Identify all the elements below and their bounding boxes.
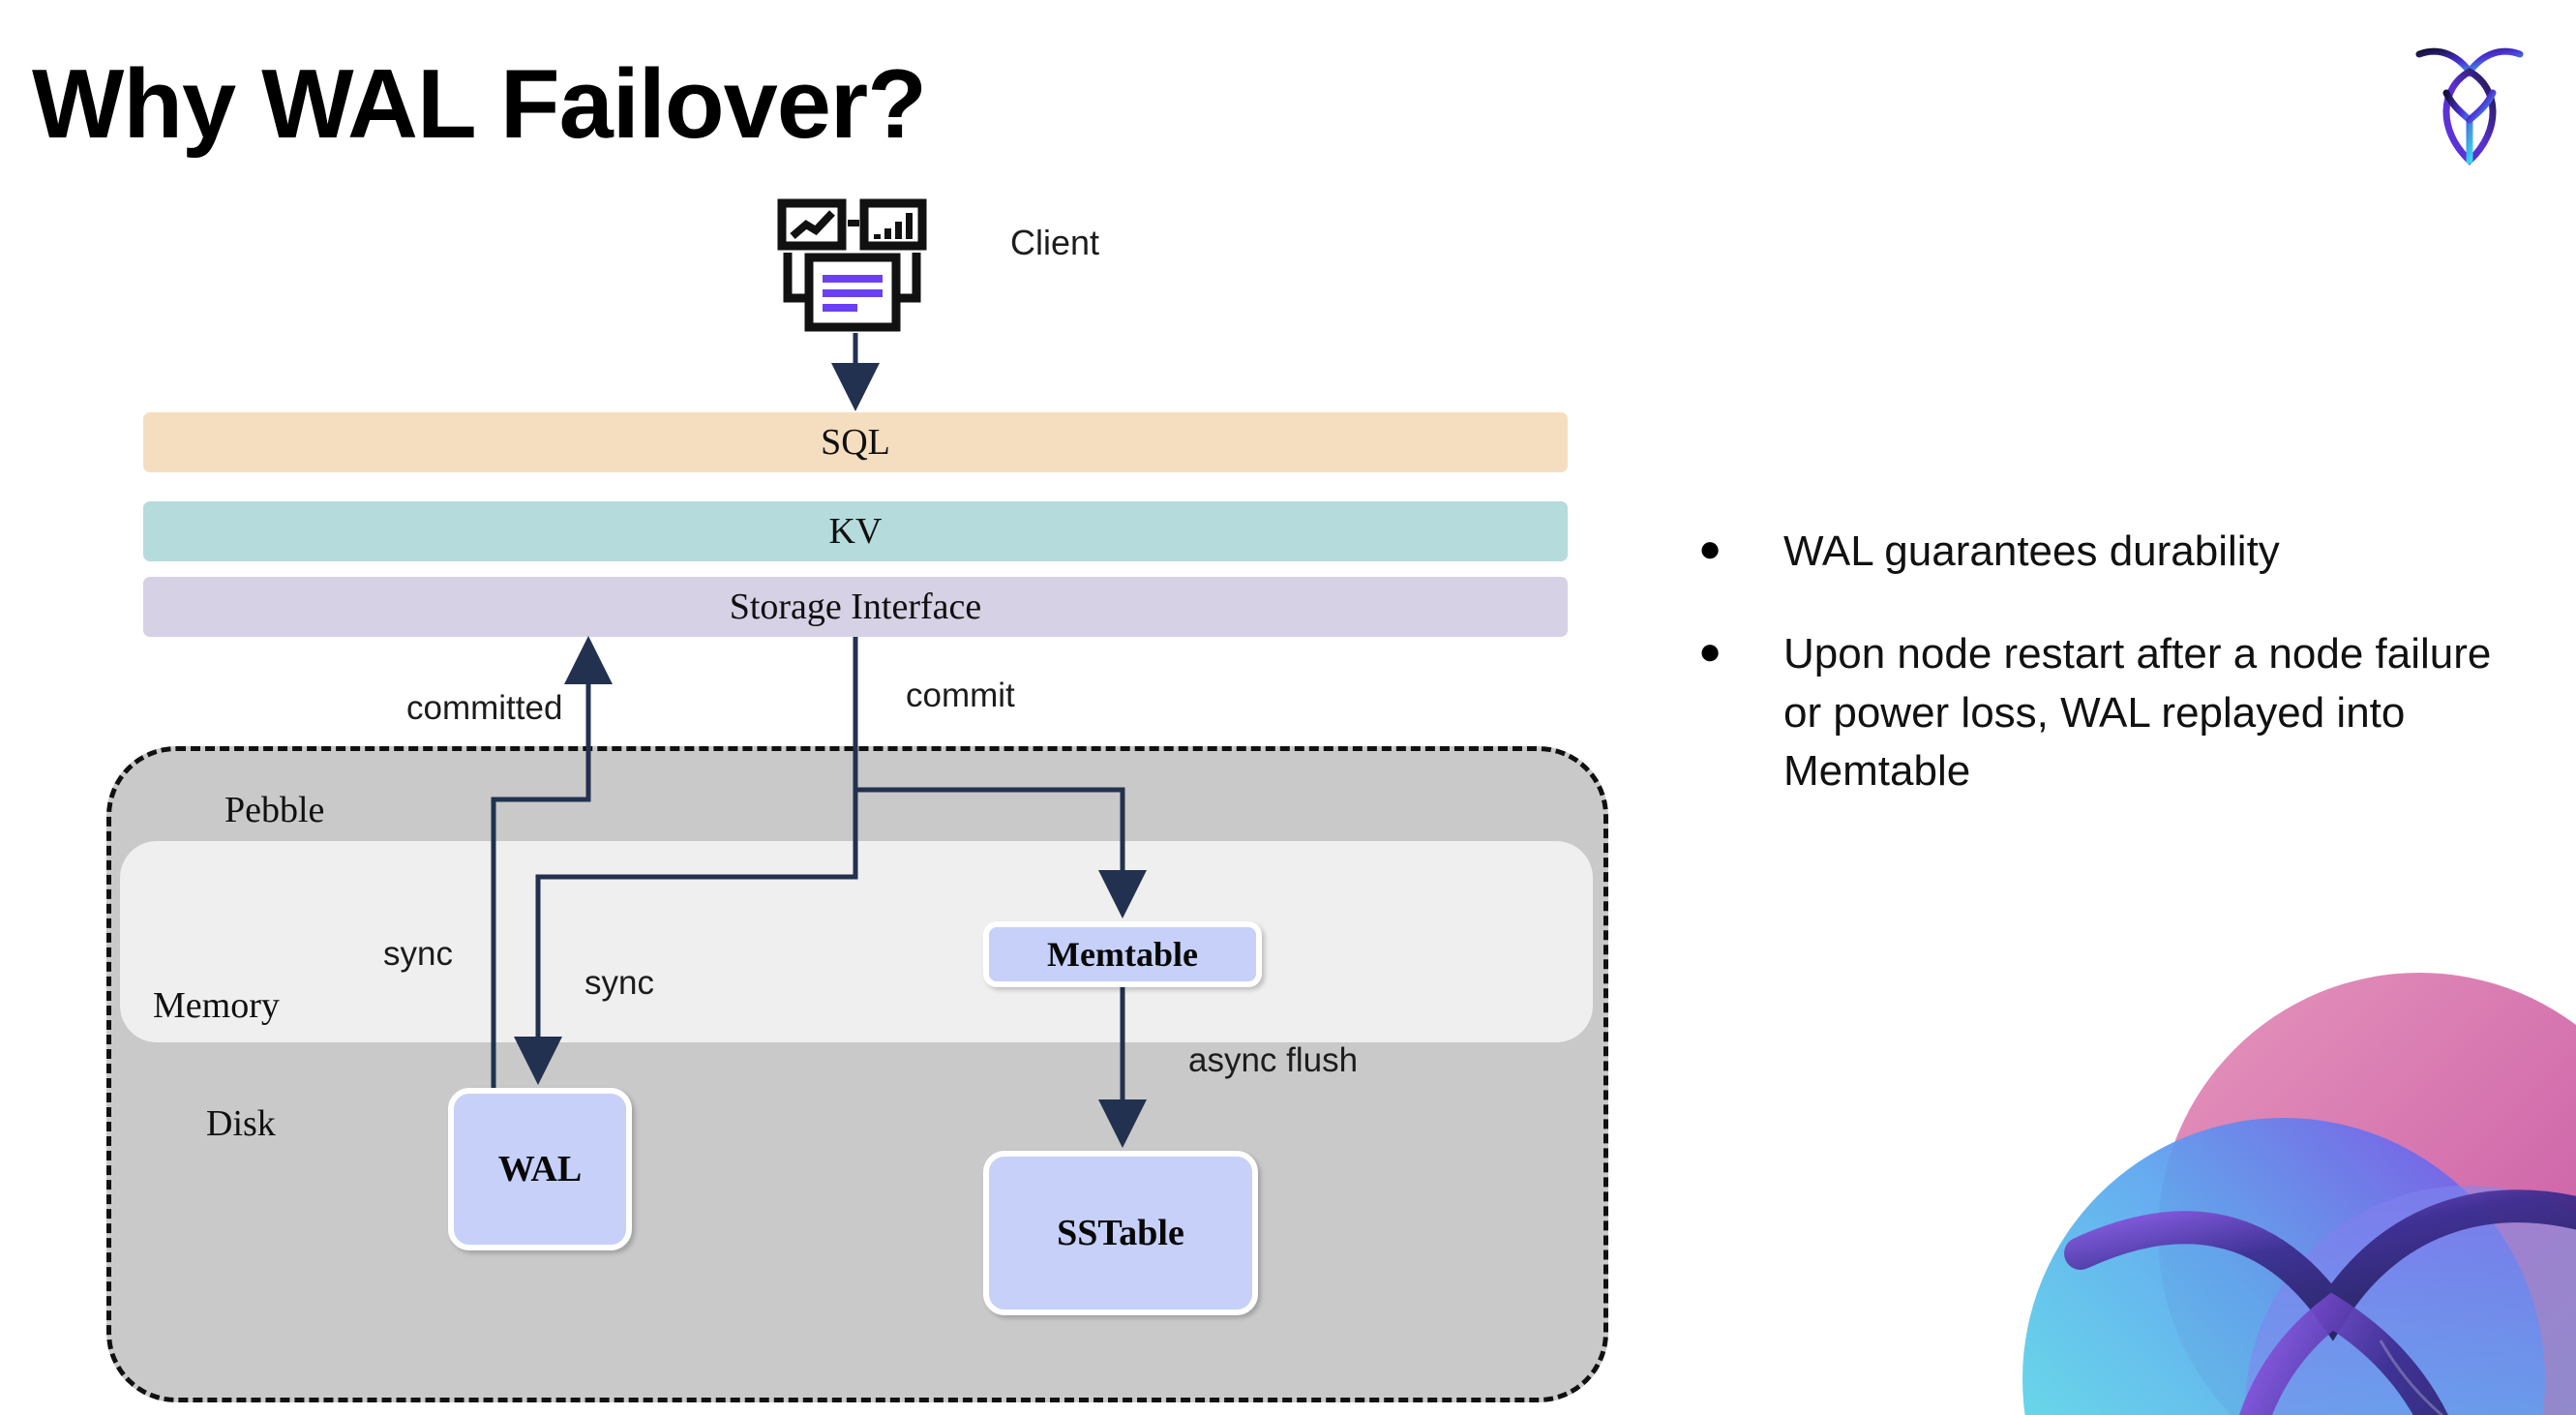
memory-label: Memory <box>153 985 280 1026</box>
layer-label-sql: SQL <box>821 422 890 463</box>
node-label-wal: WAL <box>497 1149 583 1189</box>
client-label: Client <box>1010 223 1100 262</box>
node-sstable[interactable]: SSTable <box>983 1151 1258 1315</box>
edge-committed <box>491 636 613 1088</box>
layer-label-storage-interface: Storage Interface <box>729 587 982 627</box>
disk-label: Disk <box>206 1103 276 1144</box>
cockroachdb-logo-icon <box>2415 47 2524 166</box>
bullet-marker-icon: ● <box>1698 527 1722 570</box>
pebble-label: Pebble <box>225 790 325 830</box>
bullet-text: WAL guarantees durability <box>1783 527 2280 575</box>
node-label-memtable: Memtable <box>1047 935 1198 974</box>
node-wal[interactable]: WAL <box>448 1088 632 1250</box>
list-item: ● Upon node restart after a node failure… <box>1698 625 2511 800</box>
edge-sync-to-wal <box>514 637 858 1085</box>
list-item: ● WAL guarantees durability <box>1698 523 2511 581</box>
client-dashboard-icon <box>777 198 927 332</box>
bullet-text: Upon node restart after a node failure o… <box>1783 630 2492 795</box>
layer-bar-sql: SQL <box>143 412 1568 472</box>
page-title: Why WAL Failover? <box>32 50 927 159</box>
layer-bar-kv: KV <box>143 501 1568 561</box>
edge-label-sync-1: sync <box>383 935 453 973</box>
edge-label-committed: committed <box>406 689 563 727</box>
node-memtable[interactable]: Memtable <box>983 921 1262 987</box>
edge-label-async-flush: async flush <box>1188 1041 1359 1079</box>
edge-label-commit: commit <box>906 677 1015 714</box>
layer-bar-storage-interface: Storage Interface <box>143 577 1568 637</box>
bullet-marker-icon: ● <box>1698 630 1722 674</box>
node-label-sstable: SSTable <box>1057 1213 1184 1253</box>
layer-label-kv: KV <box>828 511 883 552</box>
bullet-list: ● WAL guarantees durability ● Upon node … <box>1698 523 2511 845</box>
edge-label-sync-2: sync <box>584 964 654 1002</box>
